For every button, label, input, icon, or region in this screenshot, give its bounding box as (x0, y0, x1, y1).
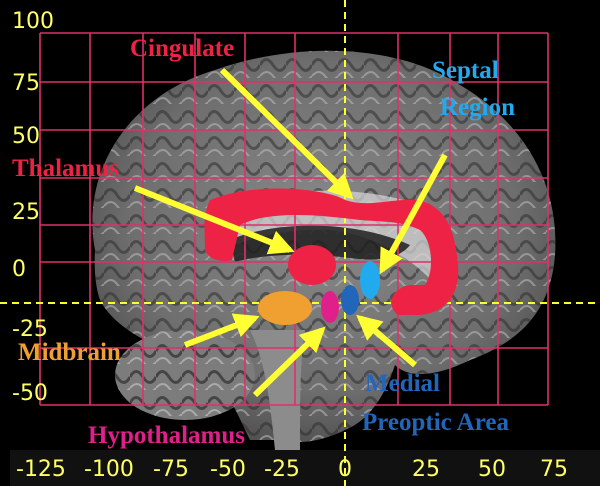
label-medial: Medial (365, 370, 440, 397)
y-tick-0: 0 (12, 257, 26, 282)
region-labels: Cingulate Thalamus Septal Region Midbrai… (12, 35, 515, 449)
x-tick-50: 50 (478, 457, 506, 482)
y-axis-labels: 100 75 50 25 0 -25 -50 (12, 9, 54, 406)
label-region: Region (440, 94, 515, 121)
x-tick-25: 25 (412, 457, 440, 482)
hypothalamus-region (321, 291, 339, 323)
x-tick-minus75: -75 (153, 457, 189, 482)
septal-region (360, 261, 380, 299)
cingulate-region (204, 188, 459, 315)
arrow-hypothalamus (252, 326, 326, 398)
x-tick-minus50: -50 (210, 457, 246, 482)
thalamus-region (288, 245, 336, 285)
x-axis-strip (10, 450, 600, 486)
y-tick-75: 75 (12, 71, 40, 96)
label-thalamus: Thalamus (12, 155, 119, 182)
arrow-midbrain (183, 313, 260, 348)
brain-image (92, 50, 556, 450)
y-tick-100: 100 (12, 9, 54, 34)
x-tick-minus100: -100 (84, 457, 134, 482)
x-tick-75: 75 (540, 457, 568, 482)
label-septal: Septal (432, 57, 499, 84)
label-cingulate: Cingulate (130, 35, 234, 62)
x-tick-0: 0 (338, 457, 352, 482)
y-tick-25: 25 (12, 200, 40, 225)
medial-preoptic-region (341, 285, 359, 315)
pointer-arrows (133, 67, 448, 398)
y-tick-minus50: -50 (12, 381, 48, 406)
arrow-cingulate (219, 67, 354, 200)
arrow-septal (379, 153, 448, 275)
y-tick-50: 50 (12, 124, 40, 149)
midbrain-region (258, 291, 312, 325)
arrow-thalamus (133, 185, 295, 255)
y-tick-minus25: -25 (12, 317, 48, 342)
x-tick-minus125: -125 (16, 457, 66, 482)
x-axis-labels: -125 -100 -75 -50 -25 0 25 50 75 (16, 457, 568, 482)
label-midbrain: Midbrain (18, 339, 121, 366)
label-preoptic-area: Preoptic Area (362, 409, 509, 436)
arrow-medial-preoptic (356, 314, 417, 368)
label-hypothalamus: Hypothalamus (88, 422, 245, 449)
x-tick-minus25: -25 (264, 457, 300, 482)
